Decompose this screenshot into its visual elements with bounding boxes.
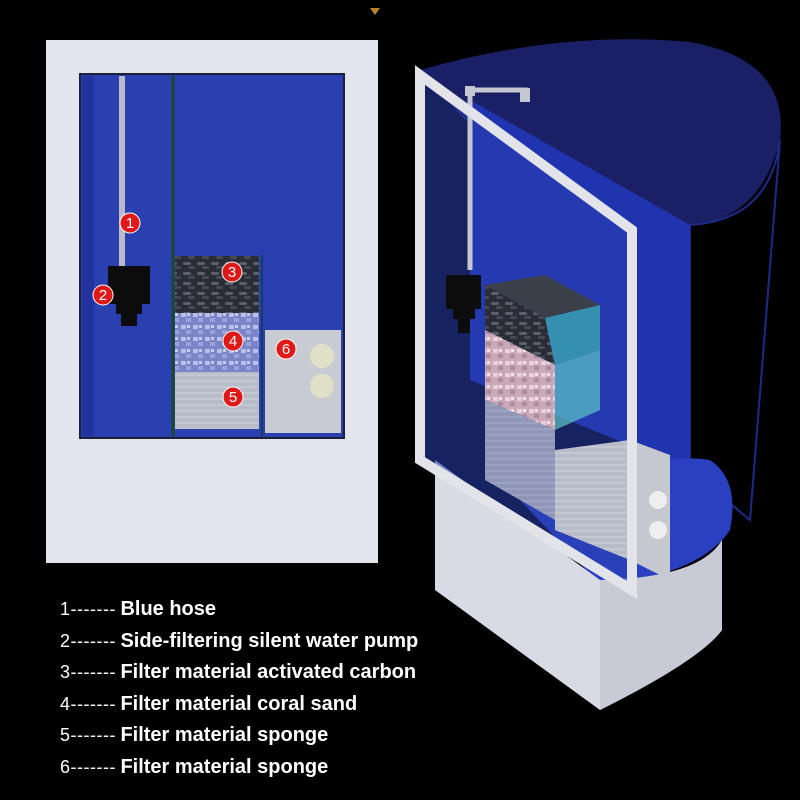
sponge-hole-3d [649, 521, 667, 539]
legend-item: 4------- Filter material coral sand [60, 691, 418, 723]
legend-item: 1------- Blue hose [60, 596, 418, 628]
legend-number: 2------- [60, 630, 116, 651]
legend-item: 3------- Filter material activated carbo… [60, 659, 418, 691]
sponge-block-5 [175, 372, 259, 429]
hose-connector [465, 86, 475, 96]
cylinder-top [420, 39, 781, 225]
sponge-hole [310, 374, 334, 398]
carbon-3d-top [485, 275, 600, 318]
legend-label: Filter material sponge [120, 724, 329, 746]
water-pump [108, 266, 150, 326]
legend-label: Filter material coral sand [120, 692, 358, 715]
carbon-3d [485, 285, 555, 365]
legend-number: 1------- [60, 599, 116, 619]
marker-4-label: 4 [229, 333, 237, 350]
coral-3d [485, 330, 555, 430]
sponge-3d [485, 400, 555, 520]
legend-number: 3------- [60, 662, 116, 682]
marker-5: 5 [222, 386, 244, 408]
legend-label: Filter material sponge [120, 755, 329, 778]
coral-3d-side [555, 350, 600, 430]
legend-number: 5------- [60, 725, 116, 745]
legend-item: 2------- Side-filtering silent water pum… [60, 628, 418, 660]
marker-6: 6 [275, 338, 297, 360]
marker-5-label: 5 [229, 389, 237, 406]
sponge-3d-right [555, 440, 630, 560]
blue-hose [119, 76, 125, 272]
legend: 1------- Blue hose 2------- Side-filteri… [60, 596, 418, 785]
marker-2: 2 [92, 284, 114, 306]
sponge-hole [310, 344, 334, 368]
marker-1: 1 [119, 212, 141, 234]
dropdown-triangle-icon [370, 8, 380, 15]
marker-6-label: 6 [282, 341, 290, 358]
legend-number: 4------- [60, 693, 116, 714]
legend-label: Blue hose [120, 598, 217, 620]
legend-item: 6------- Filter material sponge [60, 754, 418, 786]
marker-2-label: 2 [99, 287, 107, 304]
marker-4: 4 [222, 330, 244, 352]
coral-sand-block [175, 313, 259, 372]
glass-frame [415, 65, 637, 599]
carbon-3d-side [545, 305, 600, 365]
front-view [46, 40, 378, 563]
cylinder-body [689, 139, 781, 523]
marker-3: 3 [221, 261, 243, 283]
water-pump-3d [446, 275, 481, 333]
sponge-3d-far [630, 440, 670, 580]
legend-label: Side-filtering silent water pump [120, 629, 419, 652]
activated-carbon-block [175, 256, 259, 313]
hose-connector [520, 88, 530, 102]
marker-1-label: 1 [126, 215, 134, 232]
marker-3-label: 3 [228, 264, 236, 281]
sponge-hole-3d [649, 491, 667, 509]
legend-item: 5------- Filter material sponge [60, 722, 418, 754]
isometric-view [415, 39, 781, 710]
legend-number: 6------- [60, 756, 116, 777]
front-view-dark-edge [82, 76, 94, 436]
legend-label: Filter material activated carbon [120, 661, 417, 683]
